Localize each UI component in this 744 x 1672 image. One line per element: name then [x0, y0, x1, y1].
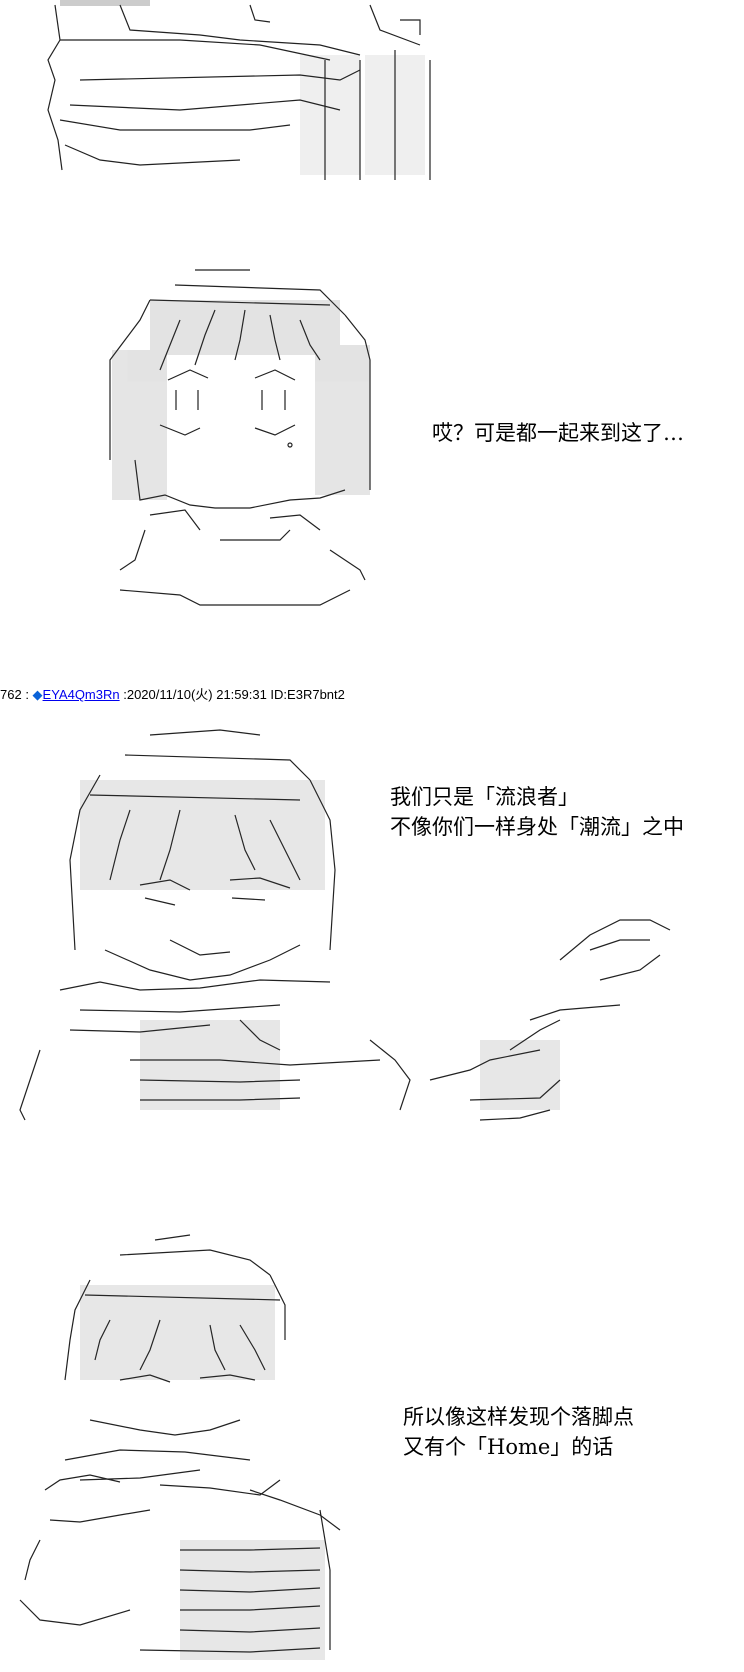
ascii-art-figure-4 — [19, 1234, 341, 1660]
post-header: 762 : ◆EYA4Qm3Rn :2020/11/10(火) 21:59:31… — [0, 684, 345, 703]
dialogue-panel-4: 所以像这样发现个落脚点 又有个「Home」的话 — [403, 1402, 634, 1462]
dialogue-line: 所以像这样发现个落脚点 — [403, 1405, 634, 1429]
dialogue-line: 哎？可是都一起来到这了… — [432, 421, 684, 445]
trip-diamond-icon: ◆ — [32, 687, 43, 702]
dialogue-panel-3: 我们只是「流浪者」 不像你们一样身处「潮流」之中 — [390, 782, 684, 842]
dialogue-line: 又有个「Home」的话 — [403, 1435, 614, 1459]
dialogue-line: 不像你们一样身处「潮流」之中 — [390, 815, 684, 839]
dialogue-panel-2: 哎？可是都一起来到这了… — [432, 418, 684, 448]
dialogue-line: 我们只是「流浪者」 — [390, 785, 579, 809]
panel-1 — [0, 0, 744, 190]
ascii-art-figure-3 — [19, 729, 671, 1121]
post-separator: : — [21, 687, 33, 702]
panel-4: 所以像这样发现个落脚点 又有个「Home」的话 — [0, 1230, 744, 1672]
panel-2: 哎？可是都一起来到这了… — [0, 260, 744, 620]
ascii-art-figure-1 — [47, 0, 431, 180]
post-datetime-id: :2020/11/10(火) 21:59:31 ID:E3R7bnt2 — [119, 687, 345, 702]
post-number: 762 — [0, 687, 22, 702]
panel-3: 我们只是「流浪者」 不像你们一样身处「潮流」之中 — [0, 720, 744, 1150]
ascii-art-figure-2 — [109, 269, 371, 606]
poster-name-link[interactable]: EYA4Qm3Rn — [42, 687, 120, 702]
